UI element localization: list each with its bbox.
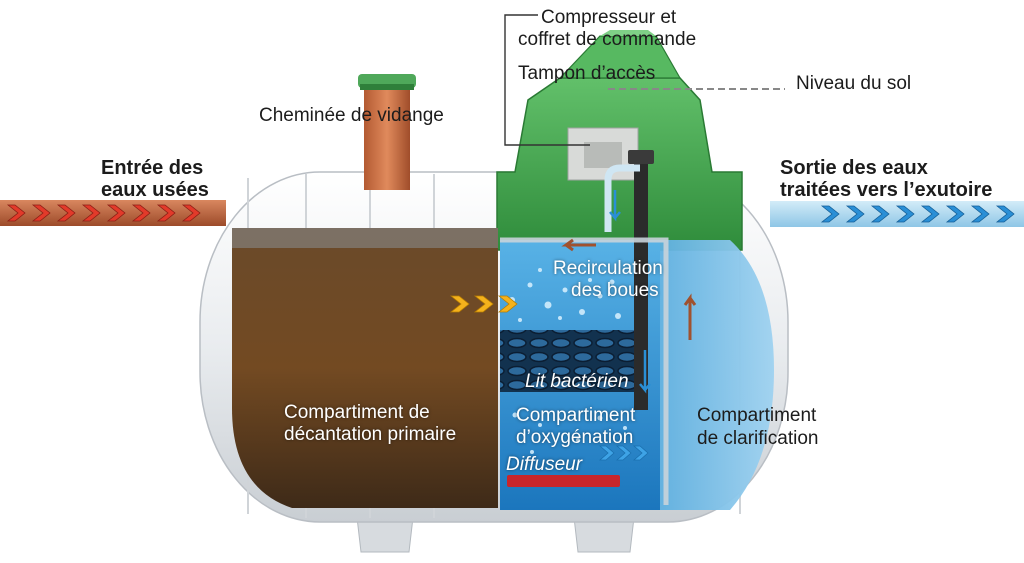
outlet-label-line1: Sortie des eaux — [780, 157, 928, 179]
inlet-label-line1: Entrée des — [101, 157, 204, 179]
sludge-recirc-label-line2: des boues — [571, 280, 659, 301]
airlift-pipes — [500, 150, 697, 505]
primary-settling-label-line1: Compartiment de — [284, 402, 430, 423]
ground-level-label: Niveau du sol — [796, 73, 912, 94]
bacteria-bed-label: Lit bactérien — [525, 371, 629, 392]
diffuser-label: Diffuseur — [506, 454, 583, 475]
primary-settling-label-line2: décantation primaire — [284, 424, 457, 445]
clarification-label-line2: de clarification — [697, 428, 819, 449]
inlet-pipe — [0, 200, 226, 226]
compressor-label-line2: coffret de commande — [518, 29, 697, 50]
bacteria-bed-media — [500, 330, 648, 392]
oxygen-label-line2: d’oxygénation — [516, 427, 634, 448]
oxygen-label-line1: Compartiment — [516, 405, 636, 426]
access-cover-label: Tampon d’accès — [518, 63, 656, 84]
outlet-label-line2: traitées vers l’exutoire — [780, 179, 993, 201]
leader-lines — [504, 14, 590, 146]
inlet-chevron-icons — [6, 204, 201, 222]
clarif-chevron-icons — [598, 445, 649, 461]
sludge-recirc-label-line1: Recirculation — [553, 258, 663, 279]
flow-chevron-icons — [449, 295, 518, 313]
drain-chimney — [358, 74, 416, 190]
drain-chimney-label: Cheminée de vidange — [259, 105, 444, 126]
aeration-compartment — [500, 240, 660, 510]
outlet-chevron-icons — [820, 205, 1015, 223]
diffuser-bar — [507, 475, 620, 487]
access-riser — [496, 30, 743, 251]
outlet-pipe — [770, 201, 1024, 227]
primary-settling-liquid — [232, 228, 498, 508]
inlet-label-line2: eaux usées — [101, 179, 209, 201]
compressor-label-line1: Compresseur et — [541, 7, 677, 28]
clarification-label-line1: Compartiment — [697, 405, 817, 426]
